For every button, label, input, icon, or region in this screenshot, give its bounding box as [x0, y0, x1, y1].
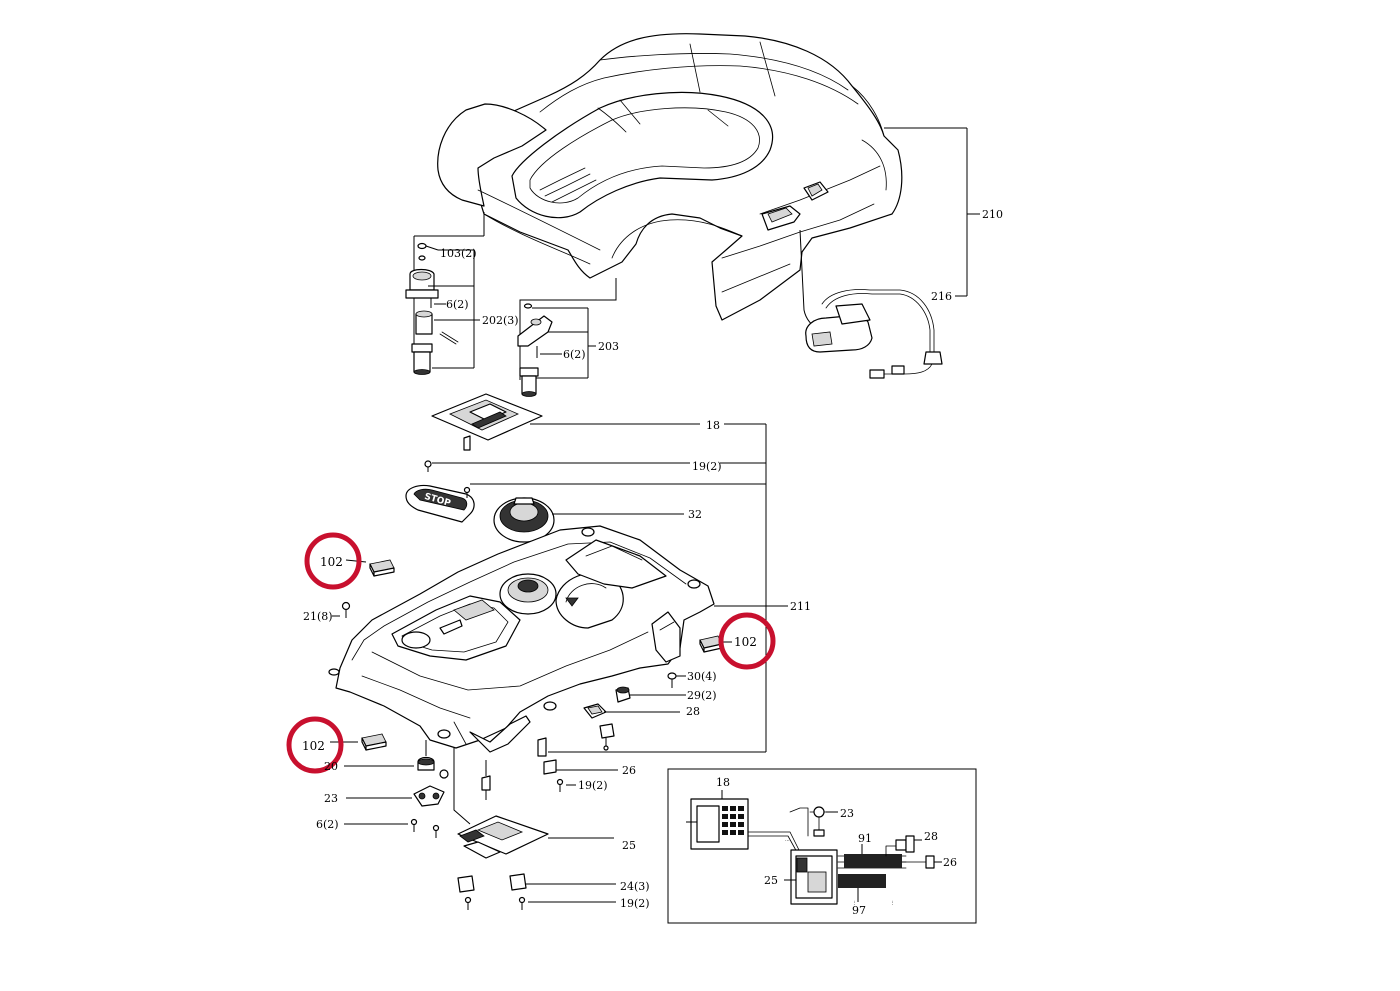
highlight-circle-102-a	[304, 532, 362, 590]
screws-19-bottom	[464, 896, 616, 910]
inset-callout-25: 25	[764, 874, 778, 887]
wheel-20	[344, 740, 435, 771]
highlight-circle-102-b	[718, 612, 776, 670]
callout-6-c: 6(2)	[316, 818, 339, 831]
inset-tiny-label-3: ⋯	[890, 900, 896, 905]
inset-callout-97: 97	[852, 904, 866, 917]
callout-102-b: 102	[734, 635, 757, 649]
screw-19-middle	[556, 778, 576, 792]
callout-26: 26	[622, 764, 636, 777]
callout-29: 29(2)	[687, 689, 717, 702]
screw-30	[667, 672, 686, 688]
post-assembly-202	[405, 212, 485, 375]
sensor-23	[346, 769, 449, 807]
keypad-membrane-drawing	[431, 393, 766, 451]
stop-button-drawing: STOP	[405, 484, 475, 523]
inset-tiny-label-2: ⋯	[852, 900, 858, 905]
callout-19-c: 19(2)	[620, 897, 650, 910]
inset-callout-26: 26	[943, 856, 957, 869]
highlight-circle-102-c	[286, 716, 344, 774]
screws-6-bottom	[344, 818, 440, 838]
clips-24	[457, 873, 616, 893]
callout-203: 203	[598, 340, 619, 353]
screw-19-top	[424, 460, 766, 485]
callout-23: 23	[324, 792, 338, 805]
callout-6-a: 6(2)	[446, 298, 469, 311]
callout-19-a: 19(2)	[692, 460, 722, 473]
inset-callout-18: 18	[716, 776, 730, 789]
pad-102-top	[345, 559, 395, 577]
callout-211: 211	[790, 600, 811, 613]
callout-18: 18	[706, 419, 720, 432]
callout-202: 202(3)	[482, 314, 519, 327]
clip-26	[537, 737, 618, 775]
chassis-211-drawing	[328, 525, 788, 753]
post-assembly-203	[517, 278, 617, 397]
callout-30: 30(4)	[687, 670, 717, 683]
callout-102-c: 102	[302, 739, 325, 753]
callout-6-b: 6(2)	[563, 348, 586, 361]
nut-29	[615, 686, 686, 703]
callout-102-a: 102	[320, 555, 343, 569]
chassis-screws	[481, 760, 491, 800]
callout-21: 21(8)	[303, 610, 333, 623]
callout-210-bracket	[884, 127, 980, 297]
inset-callout-23: 23	[840, 807, 854, 820]
inset-tiny-label: ⋯	[785, 838, 790, 844]
inset-callout-28: 28	[924, 830, 938, 843]
wiring-inset: ⋯ ⋯ ⋯	[667, 768, 977, 924]
top-cover-drawing	[437, 33, 903, 321]
callout-24: 24(3)	[620, 880, 650, 893]
callout-216: 216	[931, 290, 952, 303]
callout-103: 103(2)	[440, 247, 477, 260]
screw-21	[332, 601, 351, 618]
pad-102-bottom	[330, 733, 387, 751]
callout-32: 32	[688, 508, 702, 521]
clip-28	[583, 703, 680, 751]
callout-20: 20	[324, 760, 338, 773]
callout-19-b: 19(2)	[578, 779, 608, 792]
inset-callout-91: 91	[858, 832, 872, 845]
callout-28: 28	[686, 705, 700, 718]
pad-102-right	[699, 635, 732, 653]
pcb-25-drawing	[453, 748, 614, 859]
callout-25: 25	[622, 839, 636, 852]
cable-plug-drawing	[799, 229, 943, 379]
knob-32-drawing	[493, 497, 684, 552]
callout-210: 210	[982, 208, 1003, 221]
